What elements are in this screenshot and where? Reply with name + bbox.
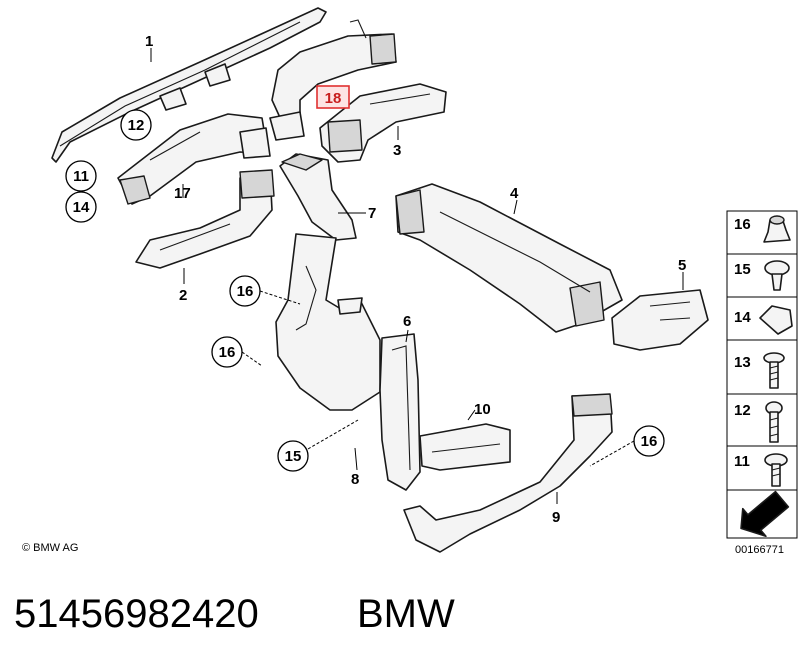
part-17-duct[interactable] [117,113,271,205]
label-9: 9 [552,509,560,526]
expanding-rivet-icon [764,260,790,291]
part-4-center-duct[interactable] [395,183,623,333]
part-1-defroster-duct[interactable] [51,7,327,163]
part-10-duct[interactable] [419,423,511,471]
svg-text:16: 16 [237,283,254,300]
circle-label-16-a: 16 [229,275,261,307]
svg-text:11: 11 [73,168,89,185]
copyright-text: © BMW AG [22,542,78,554]
screw-12-icon [765,401,783,443]
label-5: 5 [678,257,686,274]
label-1: 1 [145,33,153,50]
leader-lines [150,48,684,504]
brand-text: BMW [357,592,455,636]
svg-text:16: 16 [641,433,658,450]
side-label-15: 15 [734,261,751,278]
svg-text:14: 14 [73,199,90,216]
label-8: 8 [351,471,359,488]
highlight-label-18[interactable]: 18 [316,85,350,109]
screw-11-icon [764,453,788,487]
nut-clip-icon [763,215,791,243]
side-label-16: 16 [734,216,751,233]
label-4: 4 [510,185,519,202]
part-labels: 1 2 3 4 5 6 7 8 9 10 17 [145,33,686,526]
circle-label-15: 15 [277,440,309,472]
label-7: 7 [368,205,376,222]
direction-arrow-icon [740,490,790,538]
circled-labels: 12 11 14 16 16 15 16 [65,109,665,472]
label-17: 17 [174,185,191,202]
svg-text:18: 18 [325,90,342,107]
part-5-duct[interactable] [611,289,709,351]
svg-text:12: 12 [128,117,145,134]
label-10: 10 [474,401,491,418]
label-3: 3 [393,142,401,159]
spring-nut-icon [759,305,793,335]
circle-label-11: 11 [65,160,97,192]
side-label-14: 14 [734,309,751,326]
part-8-console-duct[interactable] [275,233,381,411]
side-label-11: 11 [734,453,750,470]
part-2-duct[interactable] [135,169,275,269]
part-6-duct[interactable] [379,333,421,491]
circle-label-16-c: 16 [633,425,665,457]
diagram-number: 00166771 [735,544,784,556]
part-18-upper-duct[interactable] [269,19,397,141]
side-label-13: 13 [734,354,751,371]
part-9-floor-duct[interactable] [403,393,613,553]
circle-label-14: 14 [65,191,97,223]
label-6: 6 [403,313,411,330]
part-number-text: 51456982420 [14,592,259,636]
circle-label-12: 12 [120,109,152,141]
part-7-duct[interactable] [279,153,357,241]
circle-label-16-b: 16 [211,336,243,368]
part-3-duct[interactable] [319,83,447,163]
fastener-panel: 16 15 14 13 12 11 [726,210,798,539]
label-2: 2 [179,287,187,304]
svg-text:16: 16 [219,344,236,361]
screw-13-icon [763,352,785,389]
svg-text:15: 15 [285,448,302,465]
side-label-12: 12 [734,402,751,419]
